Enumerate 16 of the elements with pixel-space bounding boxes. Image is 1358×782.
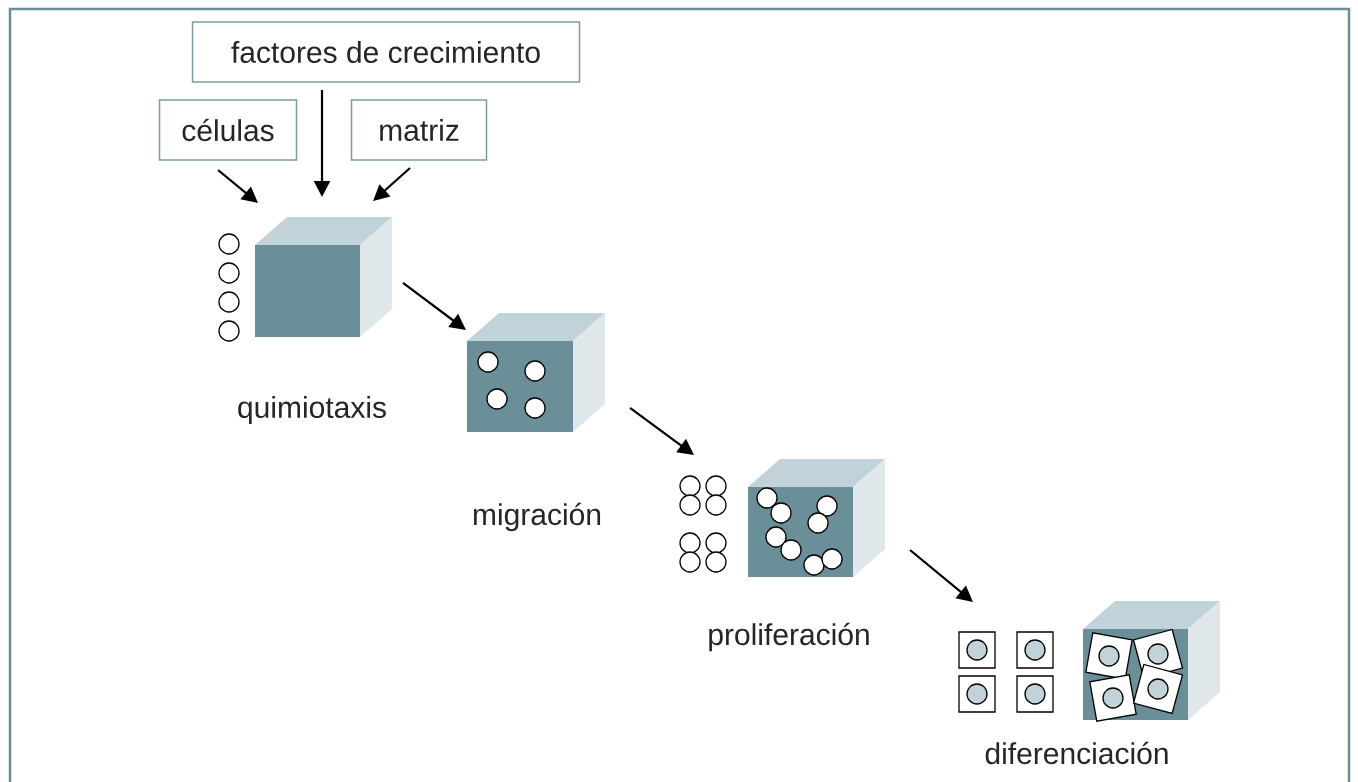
text-box: células (158, 99, 298, 161)
arrow (909, 549, 973, 602)
text-box: matriz (350, 99, 488, 161)
arrow (217, 169, 258, 203)
scaffold-cube-drawing (748, 459, 885, 577)
stage-label: migración (474, 502, 601, 532)
scaffold-cube-drawing (1083, 601, 1220, 722)
scaffold-cube-drawing (255, 217, 392, 337)
stage-label: proliferación (709, 622, 869, 652)
arrow (373, 167, 411, 201)
stage-label: quimiotaxis (238, 396, 386, 424)
text-box: factores de crecimiento (191, 21, 581, 83)
arrow (629, 407, 694, 455)
scaffold-cube-drawing (467, 313, 605, 432)
arrow (402, 282, 466, 330)
stage-label: diferenciación (985, 741, 1168, 765)
